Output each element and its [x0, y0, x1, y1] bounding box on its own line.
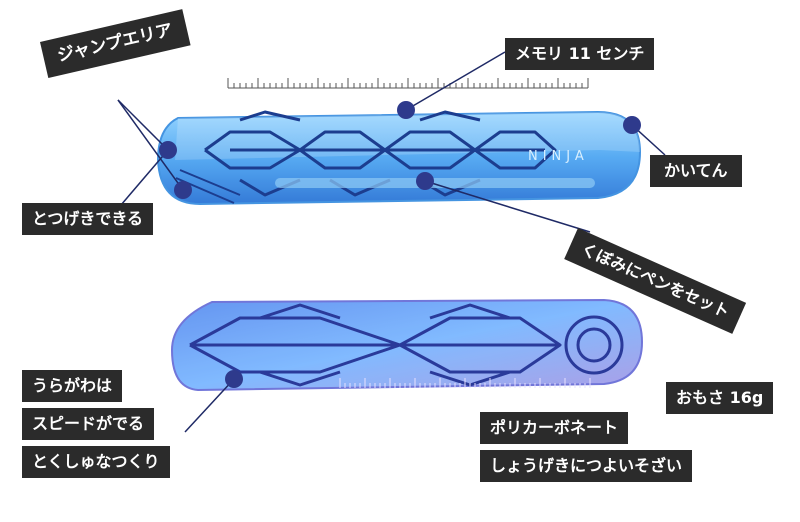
back-ruler-ticks: [339, 378, 591, 388]
label-material-2: しょうげきにつよいそざい: [480, 450, 693, 482]
front-blade: NINJA: [156, 110, 642, 206]
dot-jump: [159, 141, 177, 159]
dot-rotate: [623, 116, 641, 134]
callout-lines: [114, 51, 666, 433]
dot-throw: [174, 181, 192, 199]
dot-back: [225, 370, 243, 388]
pen-groove: [275, 178, 595, 188]
ruler-ticks: [227, 78, 589, 89]
logo-text: NINJA: [528, 149, 589, 164]
label-rotate: かいてん: [650, 155, 742, 187]
dot-pen: [416, 172, 434, 190]
label-back-2: スピードがでる: [22, 408, 155, 440]
label-ruler: メモリ 11 センチ: [505, 38, 655, 70]
label-back-1: うらがわは: [22, 370, 123, 402]
back-blade: [170, 298, 644, 392]
label-back-3: とくしゅなつくり: [22, 446, 170, 478]
label-material-1: ポリカーボネート: [480, 412, 629, 444]
label-throw: とつげきできる: [22, 203, 154, 235]
label-weight: おもさ 16g: [666, 382, 774, 414]
callout-dots: [159, 101, 641, 388]
dot-ruler: [397, 101, 415, 119]
